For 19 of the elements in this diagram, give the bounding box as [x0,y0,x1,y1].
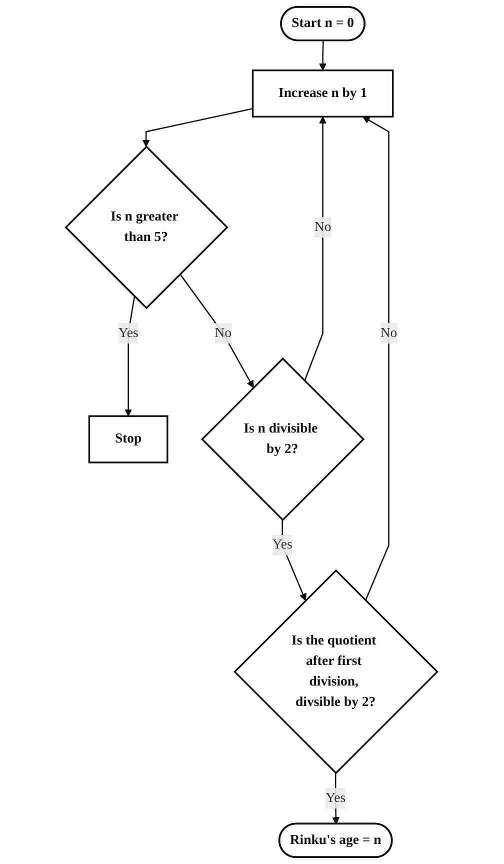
edge-label: No [314,220,332,234]
arrow [180,274,254,388]
arrow [304,116,327,382]
node-box: Increase n by 1 [252,70,394,118]
arrow [282,520,307,601]
node-diamond: Is n greater than 5? [65,146,229,310]
node-box: Stop [88,415,169,464]
arrow [124,296,136,416]
arrow [362,116,390,601]
edge-label: Yes [326,790,346,806]
arrow [319,40,327,71]
node-diamond: Is n divisible by 2? [201,357,366,522]
node-diamond: Is the quotient after first division, divsible by 2? [234,569,439,774]
edge-label: No [215,326,232,340]
arrow [332,773,340,824]
edge-label: Yes [272,538,293,552]
edge-label: No [380,326,398,340]
arrow [142,108,254,148]
edge-label: Yes [118,326,139,340]
